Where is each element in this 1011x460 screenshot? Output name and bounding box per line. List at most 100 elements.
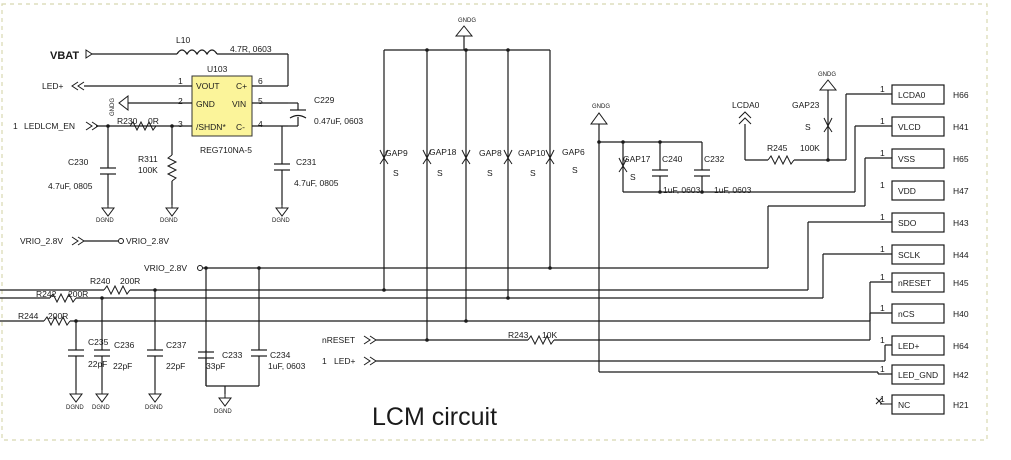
C237-value: 22pF	[166, 361, 185, 371]
connector-pin-box	[891, 272, 945, 293]
led-plus-2-net: 1 LED+	[322, 344, 892, 366]
C233-ref: C233	[222, 350, 243, 360]
ledlcm-en-label: LEDLCM_EN	[24, 121, 75, 131]
gnd-top-symbol: GNDG	[384, 18, 550, 51]
lcda0-label: LCDA0	[732, 100, 760, 110]
connector-pin-label: nRESET	[898, 278, 931, 288]
C231-value: 4.7uF, 0805	[294, 178, 339, 188]
dgnd-label-c233: DGND	[214, 409, 232, 415]
ic-pin-vin: VIN	[232, 99, 246, 109]
connector-pin-label: VDD	[898, 186, 916, 196]
led-plus-net: LED+	[42, 81, 85, 91]
connector-pin-box	[891, 116, 945, 137]
dgnd-label-c235: DGND	[66, 405, 84, 411]
connector-pin-number: 1	[880, 180, 885, 190]
ic-ref: U103	[207, 64, 228, 74]
ic-pin-vout: VOUT	[196, 81, 220, 91]
R242-ref: R242	[36, 289, 57, 299]
connector-pin-ref: H66	[953, 90, 969, 100]
C235-value: 22pF	[88, 359, 107, 369]
lcda0-net: LCDA0	[732, 100, 768, 161]
ic-pin-gnd: GND	[196, 99, 215, 109]
vrio-flag-in: VRIO_2.8V	[20, 236, 63, 246]
ic-part: REG710NA-5	[200, 145, 252, 155]
connector-pin-label: NC	[898, 400, 910, 410]
gap23-ref: GAP23	[792, 100, 820, 110]
C240-value: 1uF, 0603	[663, 185, 701, 195]
R244-value: 200R	[48, 311, 68, 321]
capacitor-C230: C230 4.7uF, 0805 DGND	[48, 126, 116, 224]
C230-value: 4.7uF, 0805	[48, 181, 93, 191]
connector-pin-label: VSS	[898, 154, 915, 164]
capacitor-C233: C233 33pF DGND	[198, 350, 259, 415]
dgnd-label-c236: DGND	[92, 405, 110, 411]
C232-value: 1uF, 0603	[714, 185, 752, 195]
connector-pin-box	[891, 244, 945, 265]
connector-pin-label: VLCD	[898, 122, 921, 132]
connector-pin-number: 1	[880, 84, 885, 94]
C232-ref: C232	[704, 154, 725, 164]
connector-pin-ref: H45	[953, 278, 969, 288]
connector-pin-number: 1	[880, 335, 885, 345]
gnd-right-label: GNDG	[818, 72, 836, 78]
connector-pin-ref: H44	[953, 250, 969, 260]
C229-ref: C229	[314, 95, 335, 105]
gnd-mid-symbol: GNDG GAP17 S	[590, 104, 702, 372]
R244-ref: R244	[18, 311, 39, 321]
connector-pin-number: 1	[880, 364, 885, 374]
R245-ref: R245	[767, 143, 788, 153]
ic-pin-num-3: 3	[178, 119, 183, 129]
C230-ref: C230	[68, 157, 89, 167]
gap23: GNDG GAP23 S	[792, 72, 838, 160]
connector-pin-number: 1	[880, 212, 885, 222]
R245-value: 100K	[800, 143, 820, 153]
R311-ref: R311	[138, 154, 158, 164]
gap9-ref: GAP9	[385, 148, 408, 158]
dgnd-label-c237: DGND	[145, 405, 163, 411]
ic-gnd-label: GNDG	[110, 98, 116, 116]
vbat-net: VBAT	[50, 49, 177, 62]
connector-pin-ref: H42	[953, 370, 969, 380]
resistor-R230: R230 0R	[117, 116, 159, 132]
C240-ref: C240	[662, 154, 683, 164]
connector-pin-ref: H43	[953, 218, 969, 228]
ledlcm-en-net: 1 LEDLCM_EN	[13, 121, 174, 131]
ic-pin-num-1: 1	[178, 76, 183, 86]
R242-value: 200R	[68, 289, 88, 299]
gap17-ref: GAP17	[623, 154, 651, 164]
resistor-R240: R240 200R	[0, 221, 892, 350]
ic-gnd-symbol: GNDG	[110, 94, 129, 116]
connector-pin-ref: H41	[953, 122, 969, 132]
connector-pin-box	[891, 84, 945, 105]
connector-pin-number: 1	[880, 394, 885, 404]
C235-ref: C235	[88, 337, 109, 347]
gap18-ref: GAP18	[429, 147, 457, 157]
gap23-s: S	[805, 122, 811, 132]
led-plus-2-num: 1	[322, 356, 327, 366]
connector-pin-label: LCDA0	[898, 90, 926, 100]
connector-pin-ref: H21	[953, 400, 969, 410]
capacitor-C229: C229 0.47uF, 0603	[288, 95, 363, 127]
vrio-bus: VRIO_2.8V	[144, 157, 892, 386]
R230-value: 0R	[148, 116, 159, 126]
ledlcm-en-num: 1	[13, 121, 18, 131]
C229-value: 0.47uF, 0603	[314, 116, 363, 126]
ic-pin-num-4: 4	[258, 119, 263, 129]
connector-pin-h21: 1NC H21	[880, 394, 969, 415]
gap-bank: GAP9 S GAP18 S GAP8 S GAP10 S GAP6 S	[379, 48, 585, 340]
C233-value: 33pF	[206, 361, 225, 371]
R243-value: 10K	[542, 330, 557, 340]
connector-pin-ref: H40	[953, 309, 969, 319]
gap10-s: S	[530, 168, 536, 178]
diagram-title: LCM circuit	[372, 403, 497, 431]
C234-ref: C234	[270, 350, 291, 360]
ic-pin-num-5: 5	[258, 96, 263, 106]
gap8-s: S	[487, 168, 493, 178]
connector-pin-box	[891, 180, 945, 201]
ic-pin-cm: C-	[236, 122, 245, 132]
capacitor-C237: C237 22pF DGND	[145, 340, 187, 411]
vrio-flag-out: VRIO_2.8V	[126, 236, 169, 246]
ic-pin-num-6: 6	[258, 76, 263, 86]
